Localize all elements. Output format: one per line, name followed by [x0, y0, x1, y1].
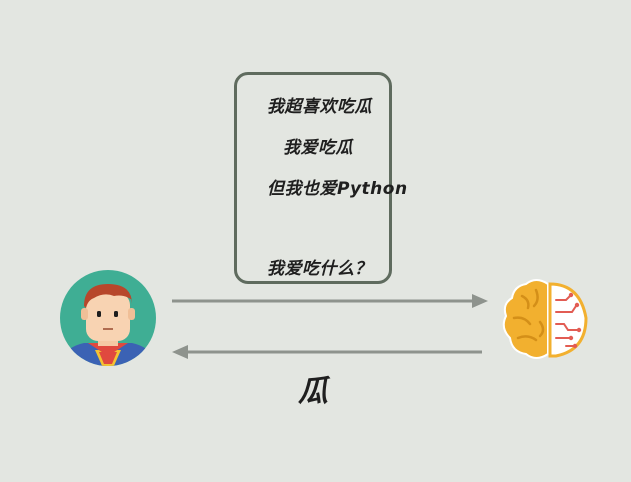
response-arrow	[172, 345, 482, 359]
prompt-card: 我超喜欢吃瓜 我爱吃瓜 但我也爱Python 我爱吃什么？	[234, 72, 407, 284]
prompt-line-3: 但我也爱Python	[267, 179, 408, 199]
prompt-line-2: 我爱吃瓜	[283, 138, 353, 158]
query-arrow	[172, 294, 488, 308]
prompt-question: 我爱吃什么？	[267, 259, 372, 279]
brain-ai-icon	[502, 279, 588, 359]
superhero-avatar-icon	[60, 270, 156, 366]
answer-text: 瓜	[298, 374, 328, 409]
prompt-line-1: 我超喜欢吃瓜	[267, 97, 372, 117]
